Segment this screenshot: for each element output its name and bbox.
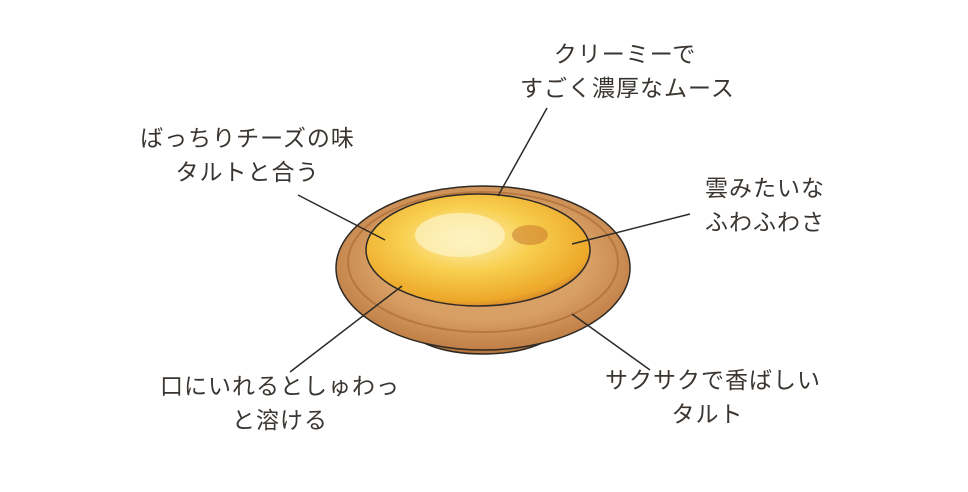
leader-line-melt <box>289 285 403 373</box>
label-melt-line2: と溶ける <box>232 408 328 434</box>
label-creamy: クリーミーで すごく濃厚なムース <box>520 38 735 106</box>
label-crispy-line1: サクサクで香ばしい <box>605 368 821 394</box>
label-melt: 口にいれるとしゅわっ と溶ける <box>160 370 400 438</box>
label-crispy-line2: タルト <box>671 402 744 428</box>
label-cloud: 雲みたいな ふわふわさ <box>680 172 850 240</box>
label-cheese-line1: ばっちりチーズの味 <box>140 126 355 152</box>
leader-line-crispy <box>571 313 651 371</box>
leader-lines <box>289 107 691 373</box>
label-cloud-line1: 雲みたいな <box>705 176 825 202</box>
leader-line-creamy <box>497 107 548 197</box>
label-cloud-line2: ふわふわさ <box>705 210 825 236</box>
leader-line-cloud <box>571 213 691 245</box>
label-cheese: ばっちりチーズの味 タルトと合う <box>140 122 355 190</box>
label-creamy-line2: すごく濃厚なムース <box>520 76 735 102</box>
label-melt-line1: 口にいれるとしゅわっ <box>160 374 400 400</box>
tart-filling <box>365 193 591 307</box>
label-crispy: サクサクで香ばしい タルト <box>605 364 821 432</box>
label-creamy-line1: クリーミーで <box>553 42 697 68</box>
leader-line-cheese <box>297 194 386 241</box>
label-cheese-line2: タルトと合う <box>175 160 320 186</box>
